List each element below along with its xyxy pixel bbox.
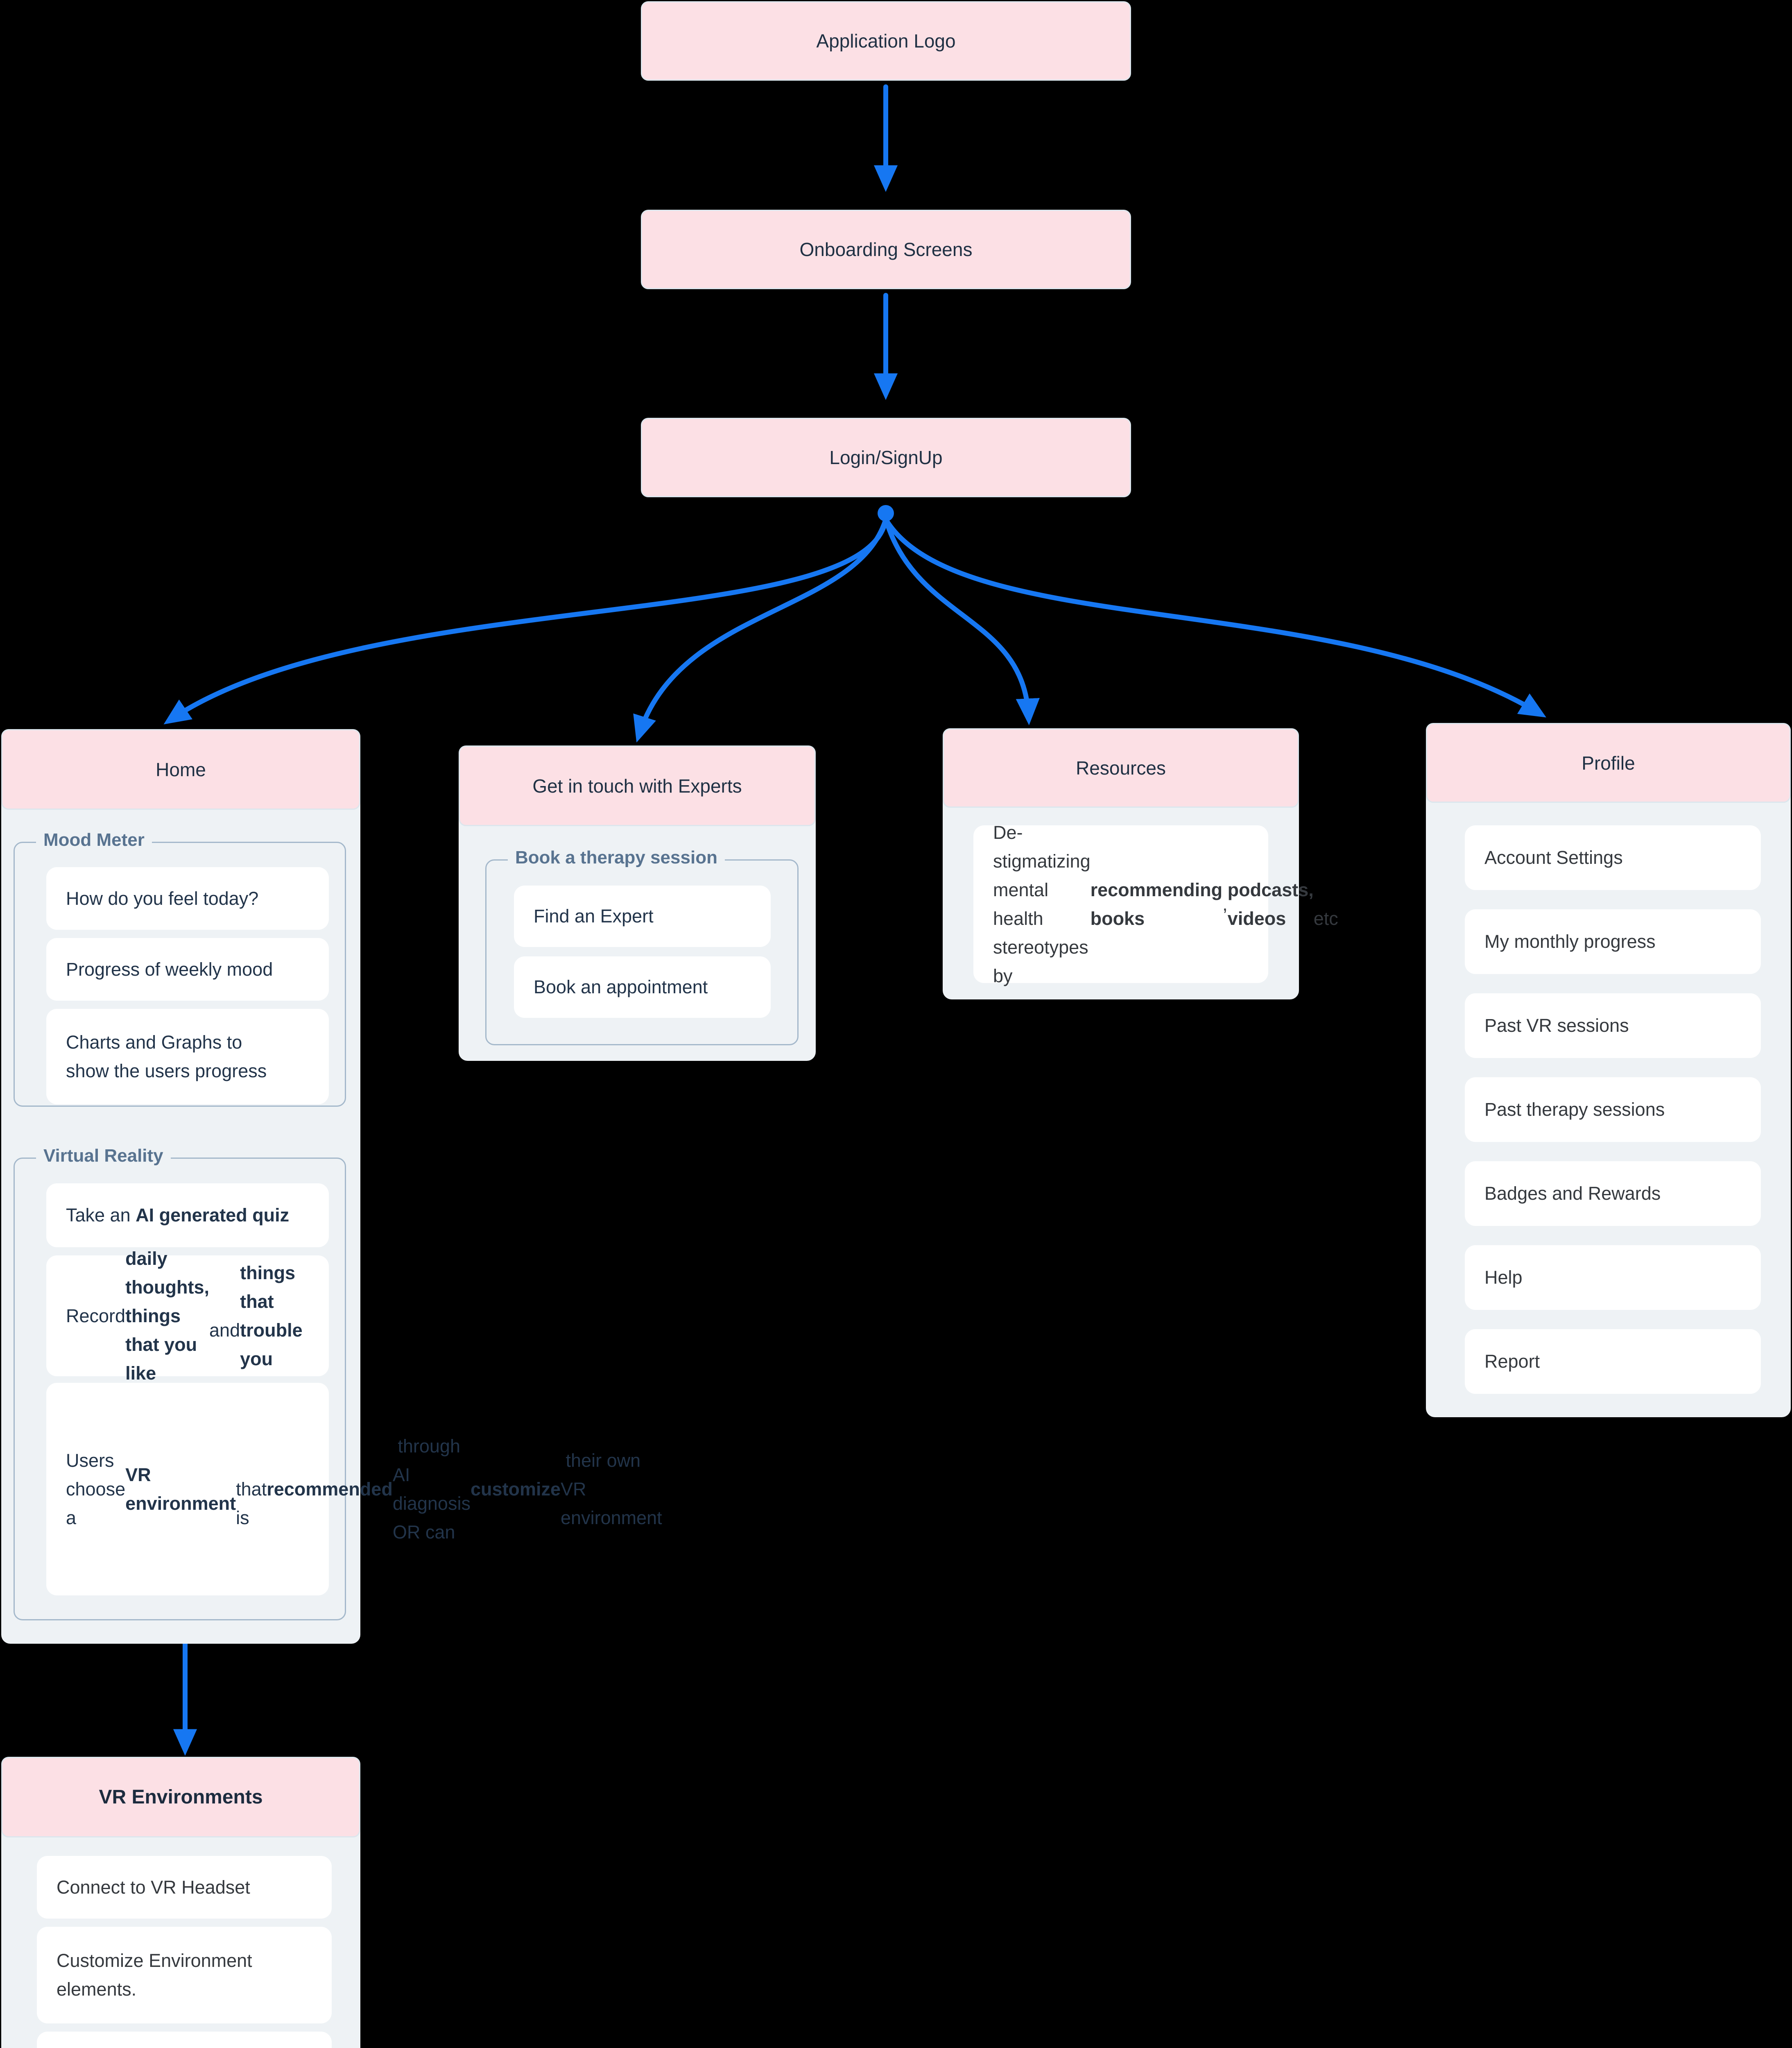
card-badges-rewards: Badges and Rewards <box>1465 1161 1761 1226</box>
node-profile: Profile <box>1426 723 1791 803</box>
card-past-therapy-sessions: Past therapy sessions <box>1465 1077 1761 1142</box>
card-record-thoughts: Record daily thoughts, things that you l… <box>46 1248 329 1384</box>
card-weekly-mood-progress: Progress of weekly mood <box>46 938 329 1001</box>
arrow-login-to-home <box>163 517 888 725</box>
node-home: Home <box>1 729 360 810</box>
arrow-login-to-experts <box>633 517 888 743</box>
card-connect-headset: Connect to VR Headset <box>37 1856 332 1919</box>
card-report: Report <box>1465 1329 1761 1394</box>
card-monthly-progress: My monthly progress <box>1465 909 1761 974</box>
therapy-session-group: Book a therapy session <box>485 847 799 1045</box>
card-account-settings: Account Settings <box>1465 825 1761 890</box>
card-ai-recommended-environments: AI recommended environments based on tho… <box>37 2032 332 2048</box>
node-resources: Resources <box>943 728 1299 808</box>
virtual-reality-legend: Virtual Reality <box>36 1146 171 1166</box>
card-ai-quiz: Take an AI generated quiz <box>46 1183 329 1247</box>
node-vr-environments: VR Environments <box>1 1757 360 1837</box>
card-help: Help <box>1465 1245 1761 1310</box>
node-get-in-touch-with-experts: Get in touch with Experts <box>459 745 816 826</box>
home-mood-meter-group: Mood Meter <box>14 830 346 1107</box>
mood-meter-legend: Mood Meter <box>36 830 152 850</box>
card-how-do-you-feel: How do you feel today? <box>46 867 329 930</box>
card-charts-graphs: Charts and Graphs to show the users prog… <box>46 1009 329 1104</box>
node-onboarding-screens: Onboarding Screens <box>641 210 1131 289</box>
card-past-vr-sessions: Past VR sessions <box>1465 993 1761 1058</box>
book-therapy-session-legend: Book a therapy session <box>508 847 725 868</box>
node-login-signup: Login/SignUp <box>641 418 1131 497</box>
card-customize-elements: Customize Environment elements. <box>37 1927 332 2023</box>
home-virtual-reality-group: Virtual Reality <box>14 1146 346 1620</box>
card-choose-vr-environment: Users choose a VR environment that is re… <box>46 1383 662 1595</box>
node-application-logo: Application Logo <box>641 1 1131 81</box>
card-book-appointment: Book an appointment <box>514 956 771 1018</box>
card-destigmatizing: De-stigmatizing mental health stereotype… <box>973 822 1338 986</box>
arrow-login-to-resources <box>883 517 1040 725</box>
login-branch-dot <box>878 505 894 521</box>
card-find-an-expert: Find an Expert <box>514 886 771 947</box>
arrow-login-to-profile <box>883 517 1546 718</box>
